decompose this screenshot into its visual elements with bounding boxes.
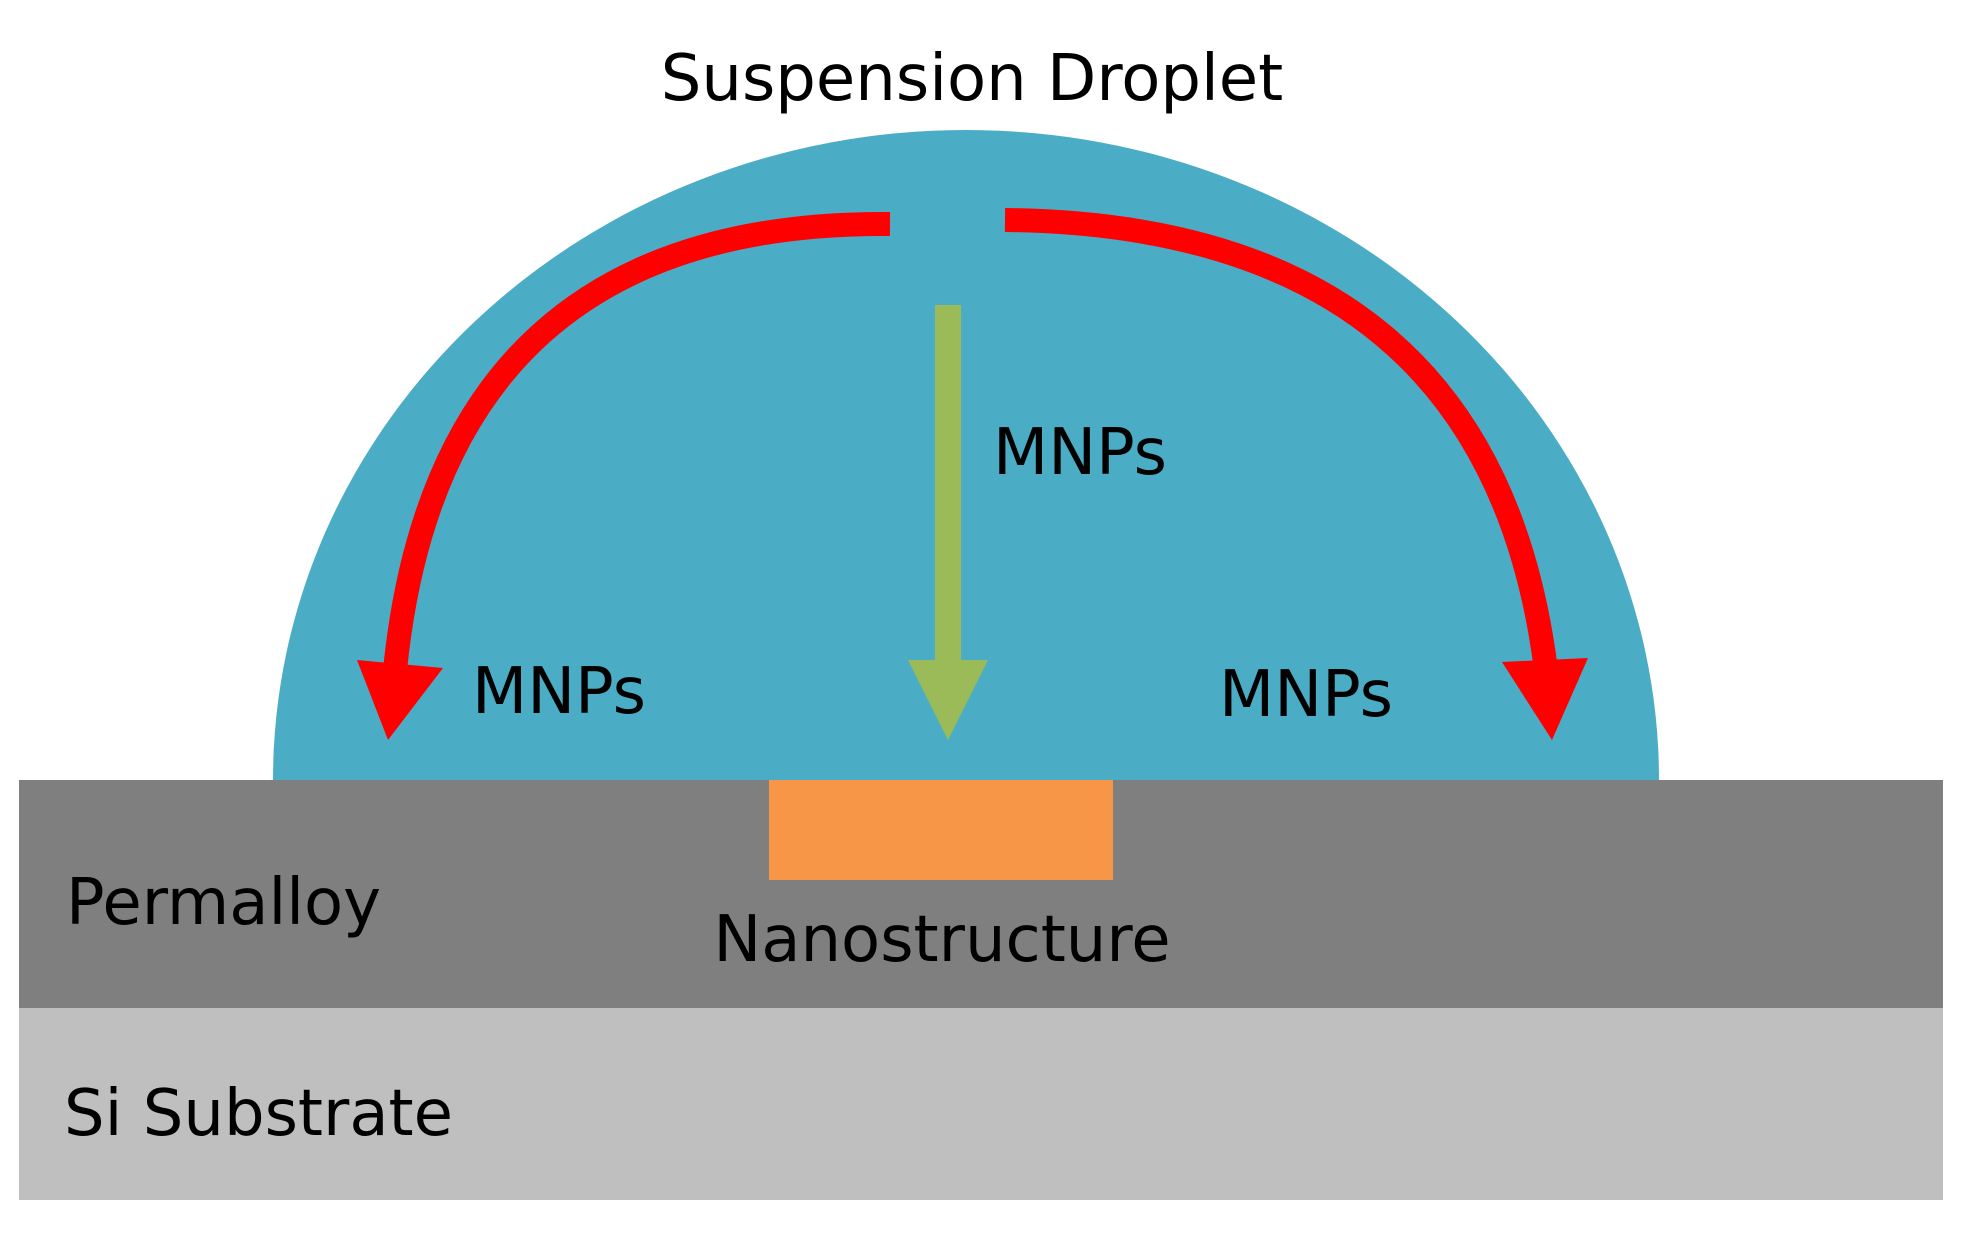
nanostructure-label: Nanostructure xyxy=(713,903,1170,977)
permalloy-label: Permalloy xyxy=(66,866,381,940)
right-flow-arrow xyxy=(1004,208,1588,740)
right-flow-label: MNPs xyxy=(1219,658,1393,732)
diagram-title: Suspension Droplet xyxy=(661,42,1284,116)
left-flow-label: MNPs xyxy=(472,655,646,729)
left-flow-arrow xyxy=(357,211,891,740)
si-substrate-layer xyxy=(19,1006,1943,1200)
si-substrate-label: Si Substrate xyxy=(64,1077,453,1151)
nanostructure-block xyxy=(769,780,1113,880)
center-flow-arrow xyxy=(908,305,988,740)
center-flow-label: MNPs xyxy=(993,416,1167,490)
